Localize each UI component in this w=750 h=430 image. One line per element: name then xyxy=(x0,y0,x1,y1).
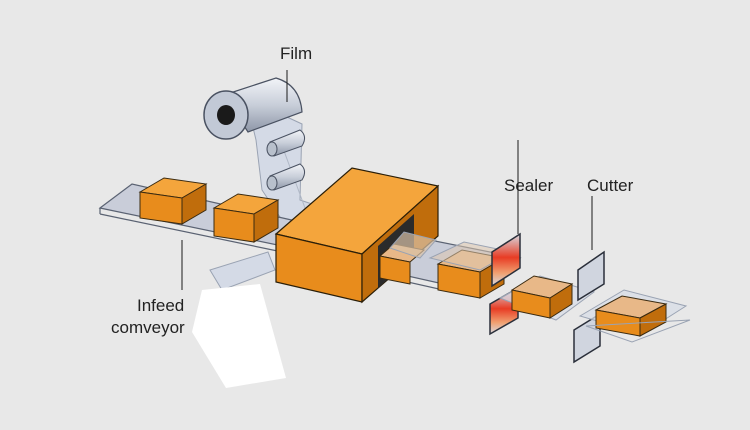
label-infeed-line2: comveyor xyxy=(111,318,185,337)
cutter-unit xyxy=(573,196,605,364)
leader-lines xyxy=(181,70,288,290)
label-cutter: Cutter xyxy=(587,176,634,195)
film-tail xyxy=(209,251,276,291)
guide-rollers xyxy=(266,129,306,191)
film-roll xyxy=(203,77,303,140)
product-box-1 xyxy=(138,177,208,225)
label-sealer: Sealer xyxy=(504,176,554,195)
sealed-box xyxy=(498,275,596,321)
label-infeed-line1: Infeed xyxy=(137,296,185,315)
product-box-2 xyxy=(212,193,280,243)
label-film: Film xyxy=(280,44,313,63)
finished-package xyxy=(578,289,691,343)
wrapped-box-exiting xyxy=(378,231,437,285)
white-patch xyxy=(192,284,286,388)
